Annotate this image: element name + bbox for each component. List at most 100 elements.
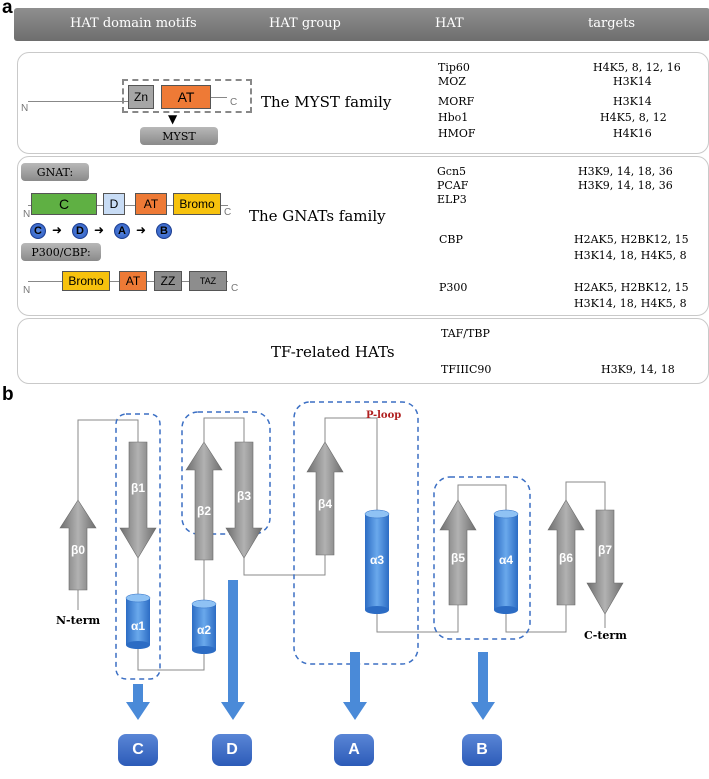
gnat-target-6: H3K14, 18, H4K5, 8 [574, 297, 687, 310]
gnat-n-label: N [23, 209, 31, 220]
myst-target-2: H3K14 [613, 95, 652, 108]
motif-b-box [433, 476, 531, 640]
myst-n-label: N [21, 103, 29, 114]
gnat-line [28, 205, 228, 206]
myst-target-0: H4K5, 8, 12, 16 [593, 61, 681, 74]
table-header: HAT domain motifs HAT group HAT targets [14, 8, 709, 41]
label-b7: β7 [598, 543, 612, 557]
motif-d-circle: D [72, 223, 88, 239]
p300-n-label: N [23, 285, 31, 296]
strand-b0 [59, 499, 97, 591]
gnat-label-pill: GNAT: [21, 163, 89, 181]
arrow-a-icon [343, 652, 367, 720]
strand-b1 [119, 441, 157, 559]
myst-hat-4: HMOF [438, 127, 476, 140]
label-b2: β2 [197, 504, 211, 518]
myst-target-4: H4K16 [613, 127, 652, 140]
label-b4: β4 [318, 497, 332, 511]
motif-a-circle: A [114, 223, 130, 239]
myst-family-name: The MYST family [261, 93, 392, 111]
p300-zz-domain: ZZ [154, 271, 182, 291]
gnat-bromo-domain: Bromo [173, 193, 221, 215]
strand-b6 [547, 499, 585, 606]
arrow-d-icon [221, 580, 245, 720]
myst-dashed-box [122, 79, 252, 113]
tf-section: TF-related HATs TAF/TBP TFIIIC90 H3K9, 1… [17, 318, 709, 384]
motif-arrows [126, 580, 495, 720]
arrow-right-icon: ➜ [94, 223, 105, 237]
tf-family-name: TF-related HATs [271, 343, 395, 361]
ploop-label: P-loop [366, 410, 401, 421]
helix-a4 [494, 514, 518, 610]
header-targets: targets [588, 16, 636, 31]
motif-d-box [181, 411, 271, 535]
p300-c-label: C [231, 283, 239, 294]
gnat-at-domain: AT [135, 193, 167, 215]
motif-c-circle: C [30, 223, 46, 239]
tf-hat-0: TAF/TBP [441, 327, 490, 340]
label-a3: α3 [370, 553, 384, 567]
label-b0: β0 [71, 543, 85, 557]
helix-a2 [192, 604, 216, 650]
label-b1: β1 [131, 481, 145, 495]
gnat-target-1: H3K9, 14, 18, 36 [578, 179, 673, 192]
beta-strands [59, 441, 624, 615]
label-a2: α2 [197, 623, 211, 637]
panel-b: β0 β1 β2 β3 β4 β5 β6 β7 α1 α2 α3 α4 P-lo… [0, 390, 709, 779]
arrow-right-icon: ➜ [136, 223, 147, 237]
gnat-d-domain: D [103, 193, 125, 215]
zn-domain: Zn [128, 85, 154, 109]
myst-target-3: H4K5, 8, 12 [600, 111, 667, 124]
motif-c-badge: C [118, 734, 158, 766]
myst-section: N Zn AT C ▼ MYST The MYST family Tip60 M… [17, 52, 709, 154]
motif-b-badge: B [462, 734, 502, 766]
myst-line-left [28, 101, 128, 102]
gnat-target-5: H2AK5, H2BK12, 15 [574, 281, 689, 294]
gnat-target-4: H3K14, 18, H4K5, 8 [574, 249, 687, 262]
motif-c-box [115, 413, 161, 680]
label-a4: α4 [499, 553, 513, 567]
p300-taz-domain: TAZ [189, 271, 227, 291]
motif-b-circle: B [156, 223, 172, 239]
header-motifs: HAT domain motifs [70, 16, 197, 31]
gnat-hat-1: PCAF [437, 179, 469, 192]
strand-b5 [439, 499, 477, 606]
myst-c-label: C [230, 97, 238, 108]
label-b6: β6 [559, 551, 573, 565]
gnat-hat-0: Gcn5 [437, 165, 467, 178]
arrow-b-icon [471, 652, 495, 720]
myst-target-1: H3K14 [613, 75, 652, 88]
myst-hat-3: Hbo1 [438, 111, 469, 124]
myst-line-right [211, 97, 227, 98]
myst-hat-1: MOZ [438, 75, 466, 88]
at-domain: AT [161, 85, 211, 109]
panel-a: HAT domain motifs HAT group HAT targets … [14, 0, 709, 386]
label-b5: β5 [451, 551, 465, 565]
alpha-helices [125, 509, 519, 654]
topology-diagram: β0 β1 β2 β3 β4 β5 β6 β7 α1 α2 α3 α4 P-lo… [56, 401, 627, 720]
label-b3: β3 [237, 489, 251, 503]
gnat-hat-5: P300 [439, 281, 468, 294]
strand-b2 [185, 441, 223, 561]
gnat-hat-2: ELP3 [437, 193, 467, 206]
motif-d-badge: D [212, 734, 252, 766]
panel-a-letter: a [2, 0, 13, 18]
tf-target-1: H3K9, 14, 18 [601, 363, 675, 376]
panel-b-letter: b [2, 384, 14, 405]
helix-a1 [126, 598, 150, 645]
myst-hat-0: Tip60 [438, 61, 470, 74]
header-hat: HAT [435, 16, 464, 31]
gnat-c-domain: C [31, 193, 97, 215]
label-a1: α1 [131, 619, 145, 633]
cterm-label: C-term [584, 629, 627, 642]
motif-a-badge: A [334, 734, 374, 766]
p300-label-pill: P300/CBP: [21, 243, 101, 261]
tf-hat-1: TFIIIC90 [441, 363, 492, 376]
arrow-right-icon: ➜ [52, 223, 63, 237]
myst-hat-2: MORF [438, 95, 475, 108]
strand-b3 [225, 441, 263, 559]
gnat-c-label: C [224, 207, 232, 218]
gnat-hat-3: CBP [439, 233, 463, 246]
p300-at-domain: AT [119, 271, 147, 291]
strand-b4 [306, 441, 344, 556]
